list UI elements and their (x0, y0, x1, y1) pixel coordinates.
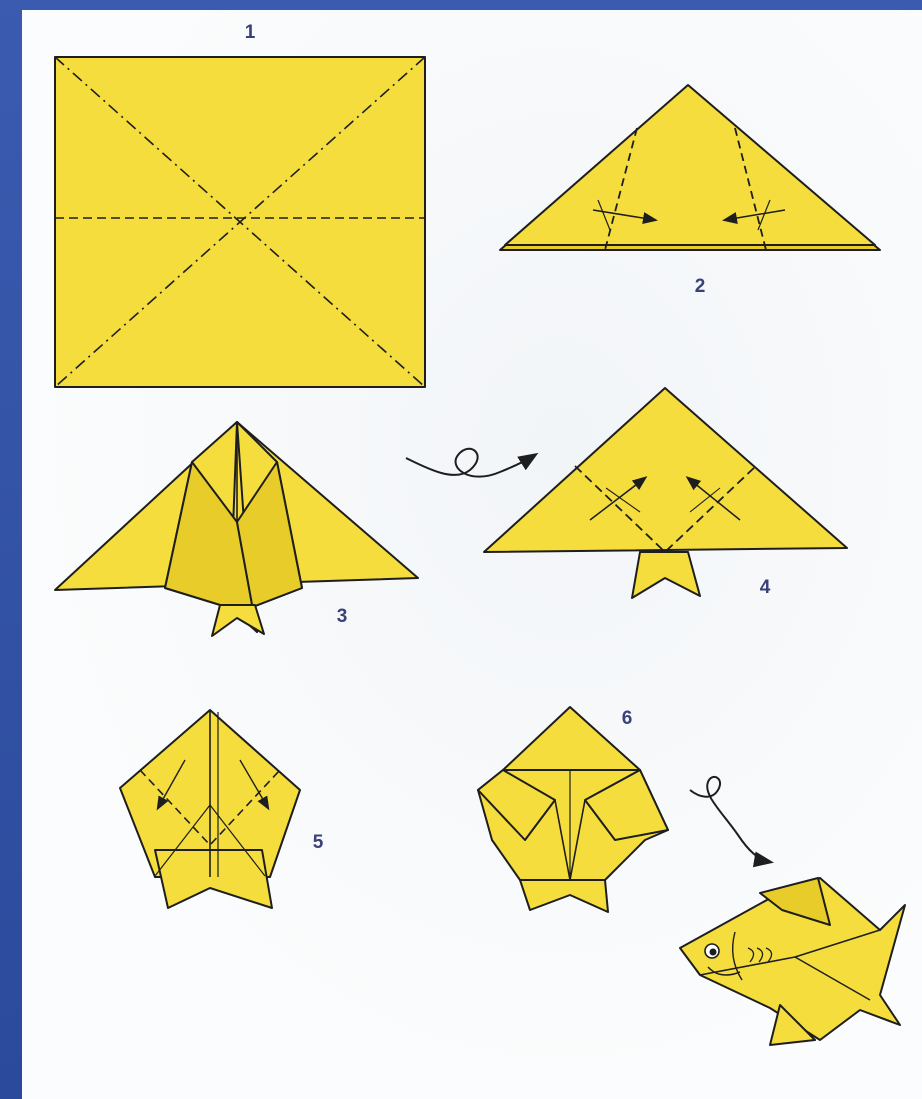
turn-over-arrow-icon (406, 449, 535, 477)
step-label-2: 2 (695, 276, 706, 297)
step-label-3: 3 (337, 606, 348, 627)
turn-over-arrow-icon (690, 777, 770, 862)
turned-triangle (484, 388, 847, 552)
step-5-diamond (120, 710, 300, 908)
final-fish (680, 878, 905, 1045)
step-3-folded-flaps (55, 422, 418, 636)
step-2-triangle (500, 85, 880, 250)
triangle-front-layer (505, 85, 875, 245)
step-label-4: 4 (760, 577, 771, 598)
tail-tips (520, 880, 608, 912)
step-1-square-sheet (55, 57, 425, 387)
step-4-turned-over (484, 388, 847, 598)
step-6-folded-body (478, 707, 668, 912)
step-label-5: 5 (313, 832, 324, 853)
fish-pupil (710, 949, 717, 956)
top-triangle (503, 707, 640, 770)
tail-tips (155, 850, 272, 908)
step-label-1: 1 (245, 22, 256, 43)
tail-tips (632, 552, 700, 598)
step-label-6: 6 (622, 708, 633, 729)
